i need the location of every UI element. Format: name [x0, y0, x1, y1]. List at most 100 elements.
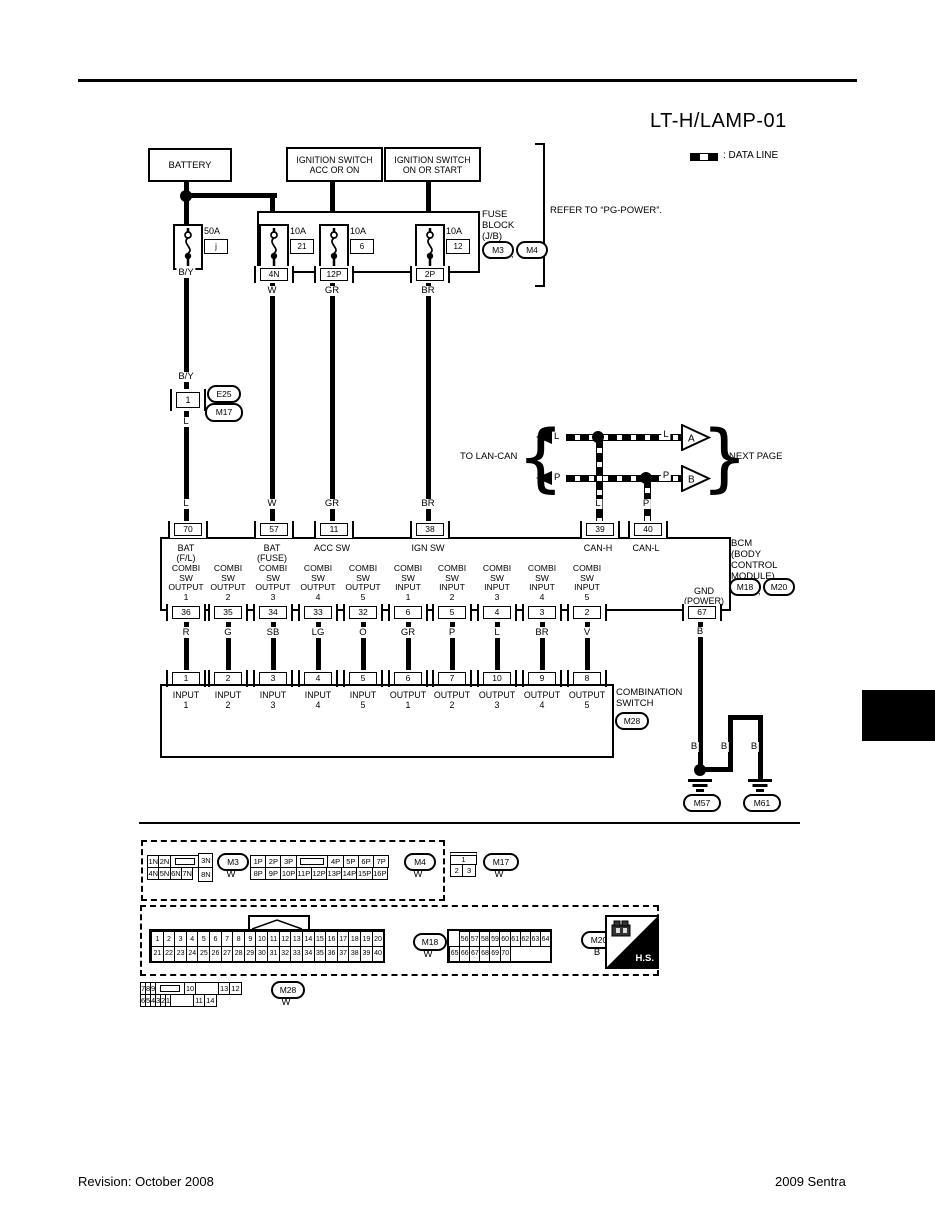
connector-pin-cell: 9P [265, 866, 282, 880]
hs-icon: H.S. [605, 915, 659, 969]
ignition-start-line2: ON OR START [402, 164, 463, 175]
bcm-box [160, 537, 731, 611]
junction-dot [592, 431, 604, 443]
connector-pin-cell: 40 [371, 945, 385, 962]
connector-pin-cell: 8N [198, 866, 214, 882]
wire-color: L [492, 627, 502, 638]
wire-label-br: BR [419, 285, 437, 296]
connector-m3-ref: M3 [217, 853, 249, 871]
legend-swatch-dark [690, 153, 700, 161]
wire-color: SB [264, 627, 282, 638]
fuse-battery-id: j [204, 239, 228, 254]
m18-tab-lines [251, 919, 303, 930]
connector-m61: M61 [743, 794, 781, 812]
m3-tall-column: 3N 8N [198, 853, 214, 882]
fuse-6-amps: 10A [350, 226, 367, 236]
connector-m18-ref: M18 [413, 933, 447, 951]
next-page-label: NEXT PAGE [729, 451, 783, 462]
connector-m17: M17 [205, 403, 243, 422]
fuse-icon [184, 228, 192, 266]
junction-dot [694, 764, 706, 776]
pin-number: 39 [586, 522, 614, 537]
bcm-pin: 33 [298, 604, 338, 621]
wire-br [425, 281, 431, 524]
refer-bracket [543, 143, 545, 287]
ground-icon [688, 779, 712, 793]
connector-pin-cell: 3 [462, 863, 476, 877]
ignition-acc-line2: ACC OR ON [309, 164, 360, 175]
fuse-icon [330, 228, 338, 266]
connector-pin-cell: 23 [174, 945, 188, 962]
wire-gnd-link [700, 767, 732, 772]
connector-pin-cell: 7N [180, 866, 194, 880]
fuse-battery-amps: 50A [204, 226, 221, 236]
wire [315, 622, 321, 672]
wire-gnd-left-leg [727, 717, 733, 772]
wire-gnd-right-leg [757, 715, 763, 779]
pin-2p-number: 2P [416, 267, 444, 282]
wire-ign-start [425, 178, 431, 226]
junction-dot [640, 472, 652, 484]
connector-layout-m17: 1 2 3 [450, 852, 477, 877]
wire-batfuse-drop [269, 193, 275, 226]
bcm-pin-70: 70 [168, 521, 208, 538]
wire-label-canl: P [640, 498, 652, 509]
bcm-pin-57-label: BAT(FUSE) [257, 543, 287, 563]
legend-swatch-dark2 [708, 153, 718, 161]
can-l-left-label: P [554, 472, 561, 483]
wire-label-br2: BR [419, 498, 437, 509]
bcm-pin-40-label: CAN-L [632, 543, 660, 553]
wire [405, 622, 411, 672]
bcm-pin-38-label: IGN SW [411, 543, 445, 553]
can-h-right-label: L [661, 429, 671, 440]
wire-label-canh: L [593, 498, 603, 509]
fuse-12-amps: 10A [446, 226, 463, 236]
wire [494, 622, 500, 672]
pin-12p: 12P [314, 266, 354, 283]
legend-swatch-light [700, 153, 708, 161]
wire-label-b: B [694, 626, 706, 637]
connector-pin-cell: 20 [371, 931, 385, 947]
wire-label-l2: L [181, 498, 191, 509]
pin-12p-number: 12P [320, 267, 348, 282]
wire-label-l: L [181, 416, 191, 427]
connector-pin-cell: 14 [204, 993, 217, 1007]
wire-color: V [581, 627, 593, 638]
wire-ign-acc [329, 178, 335, 226]
bcm-pin-67: 67 [682, 604, 722, 621]
switch-pin: 7 [432, 670, 472, 687]
m18-tab [248, 915, 310, 933]
footer-model: 2009 Sentra [775, 1174, 846, 1189]
connector-m28-ref: M28 [271, 981, 305, 999]
wire-w [269, 281, 275, 524]
connector-m4-color: W [413, 869, 423, 880]
data-line-can-h-drop [595, 439, 603, 524]
ignition-start-box: IGNITION SWITCH ON OR START [384, 147, 481, 182]
keyway-cell [295, 855, 329, 868]
footer-revision: Revision: October 2008 [78, 1174, 214, 1189]
next-page-arrow-a-icon: A [681, 424, 711, 451]
wire-color: GR [398, 627, 418, 638]
bcm-pin: 36 [166, 604, 206, 621]
connector-m3-color: W [226, 869, 236, 880]
wire [539, 622, 545, 672]
bcm-pin-39: 39 [580, 521, 620, 538]
connector-pin-cell: 8P [250, 866, 267, 880]
